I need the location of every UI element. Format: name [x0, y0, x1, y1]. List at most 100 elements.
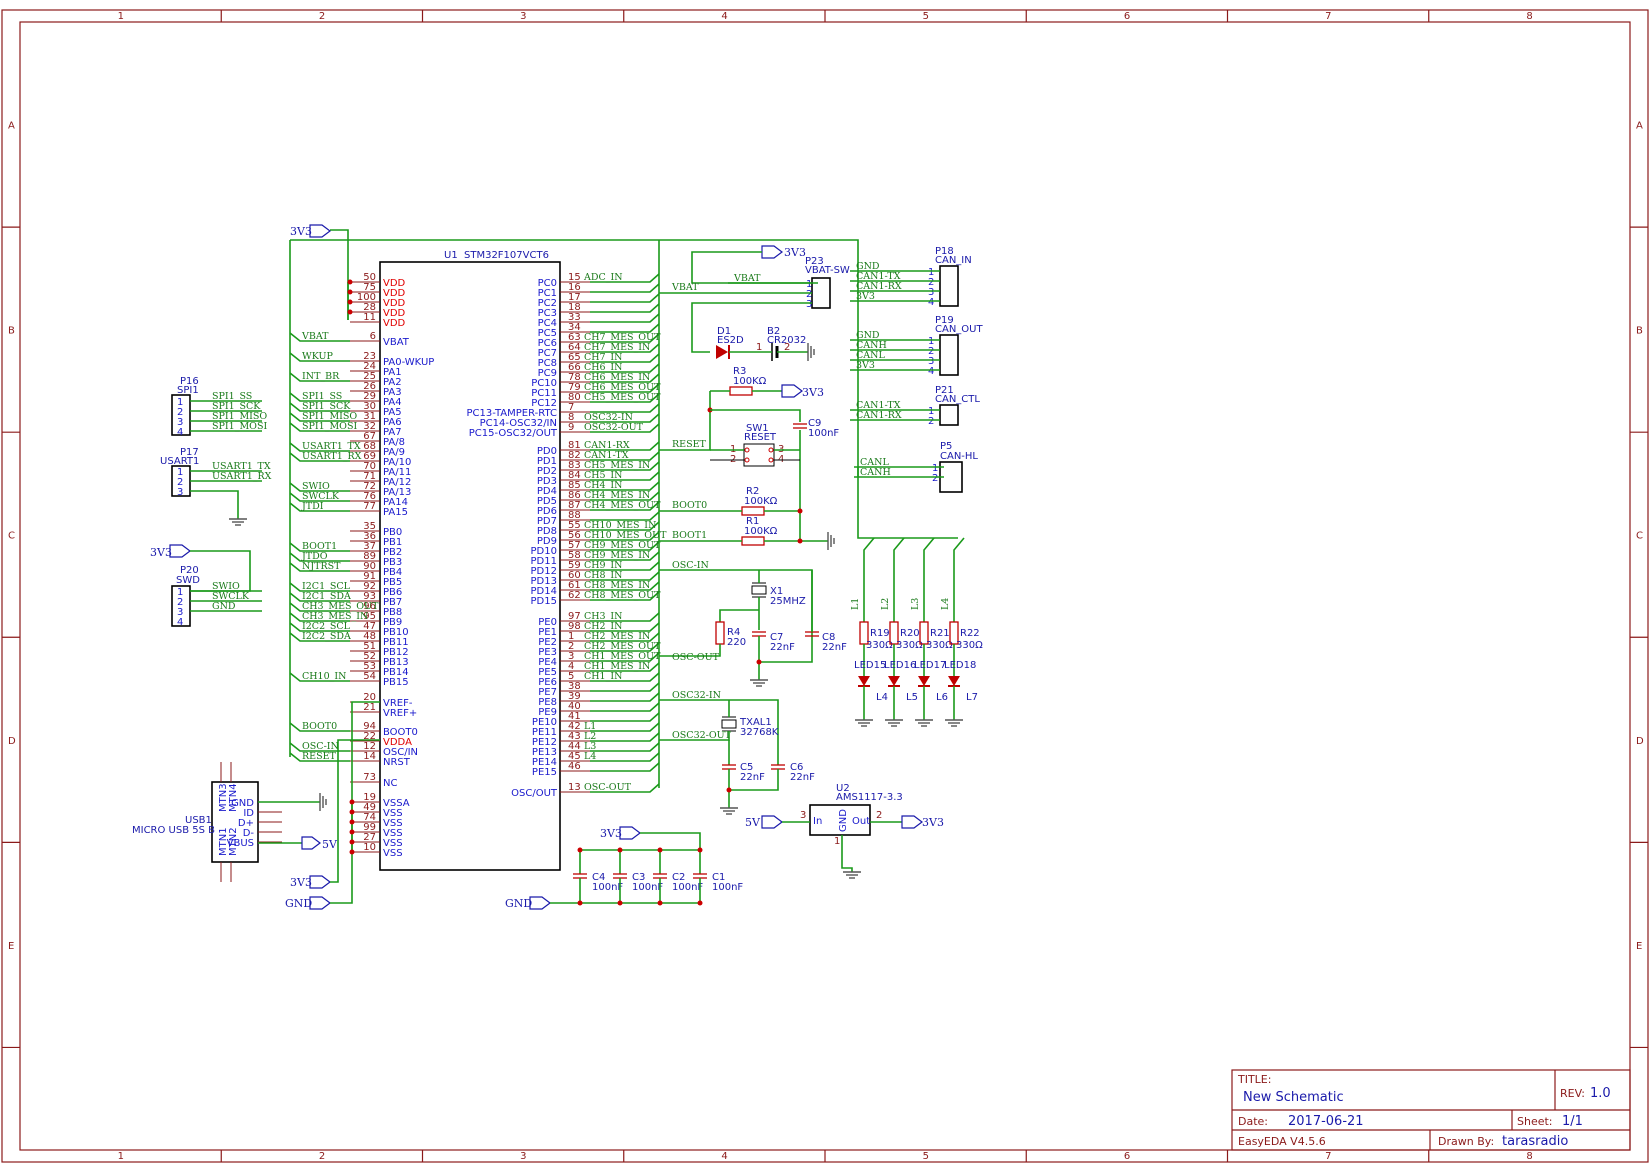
mcu-pin-num: 93 — [363, 591, 376, 602]
p16-net-label: SPI1_MOSI — [212, 421, 267, 432]
mcu-pin-name: PB6 — [383, 587, 402, 598]
mcu-pin-num: 70 — [363, 461, 376, 472]
led-icon — [858, 676, 870, 686]
mcu-pin-name: VREF- — [383, 698, 413, 709]
junction-dot — [697, 847, 703, 853]
mcu-pin-num: 81 — [568, 440, 581, 451]
junction-dot — [347, 289, 353, 295]
net-label: CH1_MES_IN — [584, 661, 650, 672]
net-label: CH7_IN — [584, 352, 622, 363]
net-label: OSC-OUT — [584, 782, 632, 793]
port-gnd-label: GND — [285, 897, 312, 910]
net-label: L1 — [584, 721, 596, 732]
usb-pin-name: VBUS — [227, 838, 254, 849]
r3-value: 100KΩ — [733, 376, 767, 387]
mcu-pin-num: 3 — [568, 651, 574, 662]
c5-value: 22nF — [740, 772, 765, 783]
mcu-pin-num: 58 — [568, 550, 581, 561]
net-wire — [590, 491, 660, 501]
mcu-pin-num: 40 — [568, 701, 581, 712]
resistor-r1-icon — [741, 536, 765, 546]
net-wire — [289, 412, 350, 422]
r4-ref: R4 — [727, 627, 740, 638]
mcu-pin-num: 89 — [363, 551, 376, 562]
net-wire — [289, 442, 350, 452]
mcu-pin-name: PE0 — [538, 617, 557, 628]
p17-net-label: USART1_RX — [212, 471, 272, 482]
net-wire — [289, 492, 350, 502]
net-wire — [590, 783, 660, 793]
mcu-pin-name: VDD — [383, 288, 406, 299]
net-wire — [590, 571, 660, 581]
net-label: CH8_MES_IN — [584, 580, 650, 591]
txal1-value: 32768K — [740, 727, 779, 738]
net-label: SPI1_MOSI — [302, 421, 357, 432]
mcu-pin-num: 39 — [568, 691, 581, 702]
mcu-pin-num: 63 — [568, 332, 581, 343]
mcu-pin-name: PC6 — [538, 338, 557, 349]
net-wire — [590, 742, 660, 752]
zone-col-top: 4 — [721, 11, 727, 22]
mcu-pin-num: 74 — [363, 812, 376, 823]
net-wire — [590, 283, 660, 293]
mcu-pin-num: 42 — [568, 721, 581, 732]
p16-net-label: SPI1_SS — [212, 391, 252, 402]
port-3v3-label: 3V3 — [922, 816, 944, 829]
net-wire — [590, 273, 660, 283]
mcu-pin-name: VSSA — [383, 798, 410, 809]
net-wire — [590, 481, 660, 491]
p18-net-label: 3V3 — [856, 291, 875, 302]
p5-pin-num: 1 — [932, 463, 938, 474]
p18-pin-num: 1 — [928, 267, 934, 278]
led-res-value: 330Ω — [926, 640, 953, 651]
net-label: CH4_MES_OUT — [584, 500, 661, 511]
port-3v3-label: 3V3 — [290, 876, 312, 889]
net-label: CH9_MES_IN — [584, 550, 650, 561]
net-wire — [590, 541, 660, 551]
mcu-pin-num: 9 — [568, 422, 574, 433]
p5-ref: P5 — [940, 441, 952, 452]
mcu-pin-num: 7 — [568, 402, 574, 413]
p17-pin-num: 1 — [177, 467, 183, 478]
p16-net-label: SPI1_MISO — [212, 411, 267, 422]
sheet-value: 1/1 — [1562, 1114, 1583, 1129]
svg-text:2: 2 — [876, 810, 882, 821]
mcu-pin-num: 95 — [363, 611, 376, 622]
mcu-pin-name: VSS — [383, 838, 403, 849]
net-wire — [289, 422, 350, 432]
mcu-pin-name: PB2 — [383, 547, 402, 558]
net-wire — [590, 581, 660, 591]
port-gnd-label: GND — [505, 897, 532, 910]
p20-pin-num: 2 — [177, 597, 183, 608]
mcu-pin-name: PB13 — [383, 657, 409, 668]
p18-net-label: GND — [856, 261, 880, 272]
zone-row-left: A — [8, 121, 15, 132]
net-osc32-in: OSC32-IN — [672, 690, 721, 701]
usb-mtn1: MTN1 — [218, 827, 229, 856]
usb-ref: USB1 — [185, 815, 212, 826]
p19-pin-num: 2 — [928, 346, 934, 357]
junction-dot — [697, 900, 703, 906]
switch-sw1-icon — [743, 443, 775, 467]
net-wire — [590, 622, 660, 632]
cap-value: 100nF — [632, 882, 663, 893]
mcu-pin-name: PC2 — [538, 298, 557, 309]
resistor-r2-icon — [741, 506, 765, 516]
net-wire — [289, 482, 350, 492]
zone-col-bottom: 6 — [1124, 1151, 1130, 1162]
net-wire — [289, 602, 350, 612]
net-label: CH3_MES_OUT — [302, 601, 379, 612]
port-3v3-label: 3V3 — [784, 246, 806, 259]
mcu-pin-num: 1 — [568, 631, 574, 642]
net-wire — [590, 403, 660, 413]
mcu-pin-name: PC3 — [538, 308, 557, 319]
c8-ref: C8 — [822, 632, 835, 643]
hse-oscillator: OSC-IN X1 25MHZ R4 220 OSC-OUT C7 22nF C… — [659, 560, 847, 687]
net-wire — [590, 373, 660, 383]
mcu-pin-name: PA4 — [383, 397, 402, 408]
led-net-label: L4 — [940, 598, 951, 610]
